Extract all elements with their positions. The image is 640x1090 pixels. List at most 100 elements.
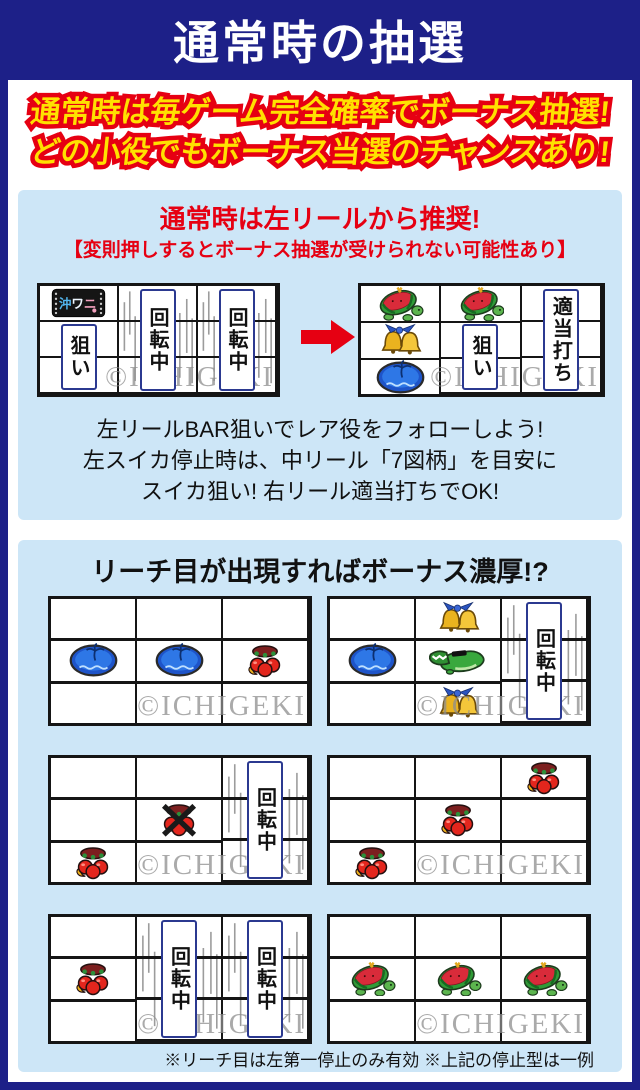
cherry-icon bbox=[439, 802, 477, 837]
suika-icon bbox=[520, 961, 568, 997]
reel-cell bbox=[502, 917, 586, 960]
reel-label: 適当打ち bbox=[542, 289, 579, 391]
reel-column: 回転中 bbox=[119, 286, 198, 394]
reel-column bbox=[137, 599, 223, 723]
panel-reach-patterns: リーチ目が出現すればボーナス濃厚!? ©ICHIGEKI 回転中©ICHIGEK… bbox=[18, 540, 622, 1072]
croc-icon bbox=[429, 643, 487, 678]
reach-grid-6: ©ICHIGEKI bbox=[327, 914, 591, 1044]
reel-column: 狙い bbox=[441, 286, 522, 394]
reel-cell bbox=[51, 758, 135, 801]
lead-banner: 通常時は毎ゲーム完全確率でボーナス抽選! どの小役でもボーナス当選のチャンスあり… bbox=[8, 80, 632, 190]
reel-column bbox=[137, 758, 223, 882]
panel-recommended-order: 通常時は左リールから推奨! 【変則押しするとボーナス抽選が受けられない可能性あり… bbox=[18, 190, 622, 520]
replay-icon bbox=[376, 360, 425, 394]
reach-grid-1: ©ICHIGEKI bbox=[48, 596, 312, 726]
reel-cell bbox=[51, 1002, 135, 1041]
reel-column: 回転中 bbox=[198, 286, 277, 394]
reach-grid-3: 回転中©ICHIGEKI bbox=[48, 755, 312, 885]
reel-column: 沖ワニ狙い bbox=[40, 286, 119, 394]
reel-column bbox=[223, 599, 309, 723]
reel-column: 適当打ち bbox=[521, 286, 602, 394]
reel-column: 回転中 bbox=[223, 758, 309, 882]
reel-cell bbox=[330, 641, 414, 684]
arrow-right-icon bbox=[301, 318, 355, 356]
reel-column bbox=[51, 599, 137, 723]
cherry-icon bbox=[74, 845, 112, 880]
reel-column bbox=[51, 917, 137, 1041]
watermark: ©ICHIGEKI bbox=[137, 690, 306, 722]
watermark: ©ICHIGEKI bbox=[416, 849, 585, 881]
reel-cell bbox=[330, 917, 414, 960]
reel-cell bbox=[416, 641, 500, 684]
reel-label: 回転中 bbox=[139, 289, 176, 391]
page-title: 通常時の抽選 bbox=[173, 17, 467, 69]
reel-cell bbox=[330, 758, 414, 801]
reach-note: ※リーチ目は左第一停止のみ有効 ※上記の停止型は一例 bbox=[164, 1051, 594, 1070]
reel-cell bbox=[502, 800, 586, 843]
reel-column bbox=[330, 758, 416, 882]
reel-cell bbox=[361, 360, 439, 394]
reel-cell bbox=[223, 641, 307, 684]
reel-column bbox=[502, 758, 588, 882]
reel-column bbox=[361, 286, 442, 394]
replay-icon bbox=[155, 643, 204, 678]
reel-label: 狙い bbox=[60, 323, 97, 390]
watermark: ©ICHIGEKI bbox=[416, 1008, 585, 1040]
content-area: 通常時は毎ゲーム完全確率でボーナス抽選! どの小役でもボーナス当選のチャンスあり… bbox=[8, 80, 632, 1082]
reel-cell bbox=[51, 959, 135, 1002]
bell-icon bbox=[436, 686, 481, 721]
reel-column bbox=[330, 599, 416, 723]
reel-cell bbox=[51, 641, 135, 684]
reel-cell bbox=[330, 843, 414, 882]
cherry-icon bbox=[246, 643, 284, 678]
reel-cell: 沖ワニ bbox=[40, 286, 117, 322]
panel1-body: 左リールBAR狙いでレア役をフォローしよう! 左スイカ停止時は、中リール「7図柄… bbox=[18, 414, 622, 507]
panel1-subtitle: 【変則押しするとボーナス抽選が受けられない可能性あり】 bbox=[63, 240, 577, 261]
reel-cell bbox=[137, 800, 221, 843]
body-line-3: スイカ狙い! 右リール適当打ちでOK! bbox=[140, 479, 500, 504]
bar-icon: 沖ワニ bbox=[51, 288, 106, 318]
replay-icon bbox=[348, 643, 397, 678]
left-reel-grid: 沖ワニ狙い回転中回転中©ICHIGEKI bbox=[37, 283, 280, 397]
reel-cell bbox=[441, 359, 520, 394]
reel-cell bbox=[119, 358, 196, 394]
reel-cell bbox=[51, 917, 135, 960]
cherry-icon bbox=[525, 760, 563, 795]
panel1-title: 通常時は左リールから推奨! bbox=[159, 204, 481, 234]
reel-column bbox=[416, 599, 502, 723]
reel-label: 回転中 bbox=[526, 602, 562, 720]
reel-cell bbox=[330, 959, 414, 1002]
suika-icon bbox=[376, 286, 424, 321]
header-band: 通常時の抽選 bbox=[0, 0, 640, 80]
svg-text:沖ワニ: 沖ワニ bbox=[59, 296, 97, 311]
reel-cell bbox=[416, 917, 500, 960]
reel-cell bbox=[51, 684, 135, 723]
reel-cell bbox=[361, 323, 440, 360]
reel-cell bbox=[198, 358, 275, 394]
reel-cell bbox=[416, 684, 500, 723]
reach-grid-5: 回転中回転中©ICHIGEKI bbox=[48, 914, 312, 1044]
reel-label: 回転中 bbox=[247, 761, 283, 879]
reel-cell bbox=[416, 959, 500, 1002]
banner-line-1: 通常時は毎ゲーム完全確率でボーナス抽選! bbox=[6, 93, 634, 133]
cherry-icon bbox=[353, 845, 391, 880]
reel-cell bbox=[416, 758, 500, 801]
reach-grid-2: 回転中©ICHIGEKI bbox=[327, 596, 591, 726]
reel-cell bbox=[51, 843, 135, 882]
cherry-icon bbox=[74, 961, 112, 996]
reel-cell bbox=[330, 684, 414, 723]
reel-cell bbox=[51, 800, 135, 843]
reel-cell bbox=[223, 599, 307, 642]
reel-cell bbox=[521, 358, 600, 394]
reel-cell bbox=[40, 358, 117, 394]
reel-column: 回転中 bbox=[137, 917, 223, 1041]
reel-cell bbox=[502, 758, 586, 801]
reel-cell bbox=[441, 286, 520, 323]
reel-label: 回転中 bbox=[218, 289, 255, 391]
cherry-x-icon bbox=[160, 802, 198, 838]
reel-cell bbox=[416, 599, 500, 642]
right-reel-grid: 狙い適当打ち©ICHIGEKI bbox=[358, 283, 605, 397]
reel-cell bbox=[137, 599, 221, 642]
panel2-title: リーチ目が出現すればボーナス濃厚!? bbox=[91, 557, 549, 587]
